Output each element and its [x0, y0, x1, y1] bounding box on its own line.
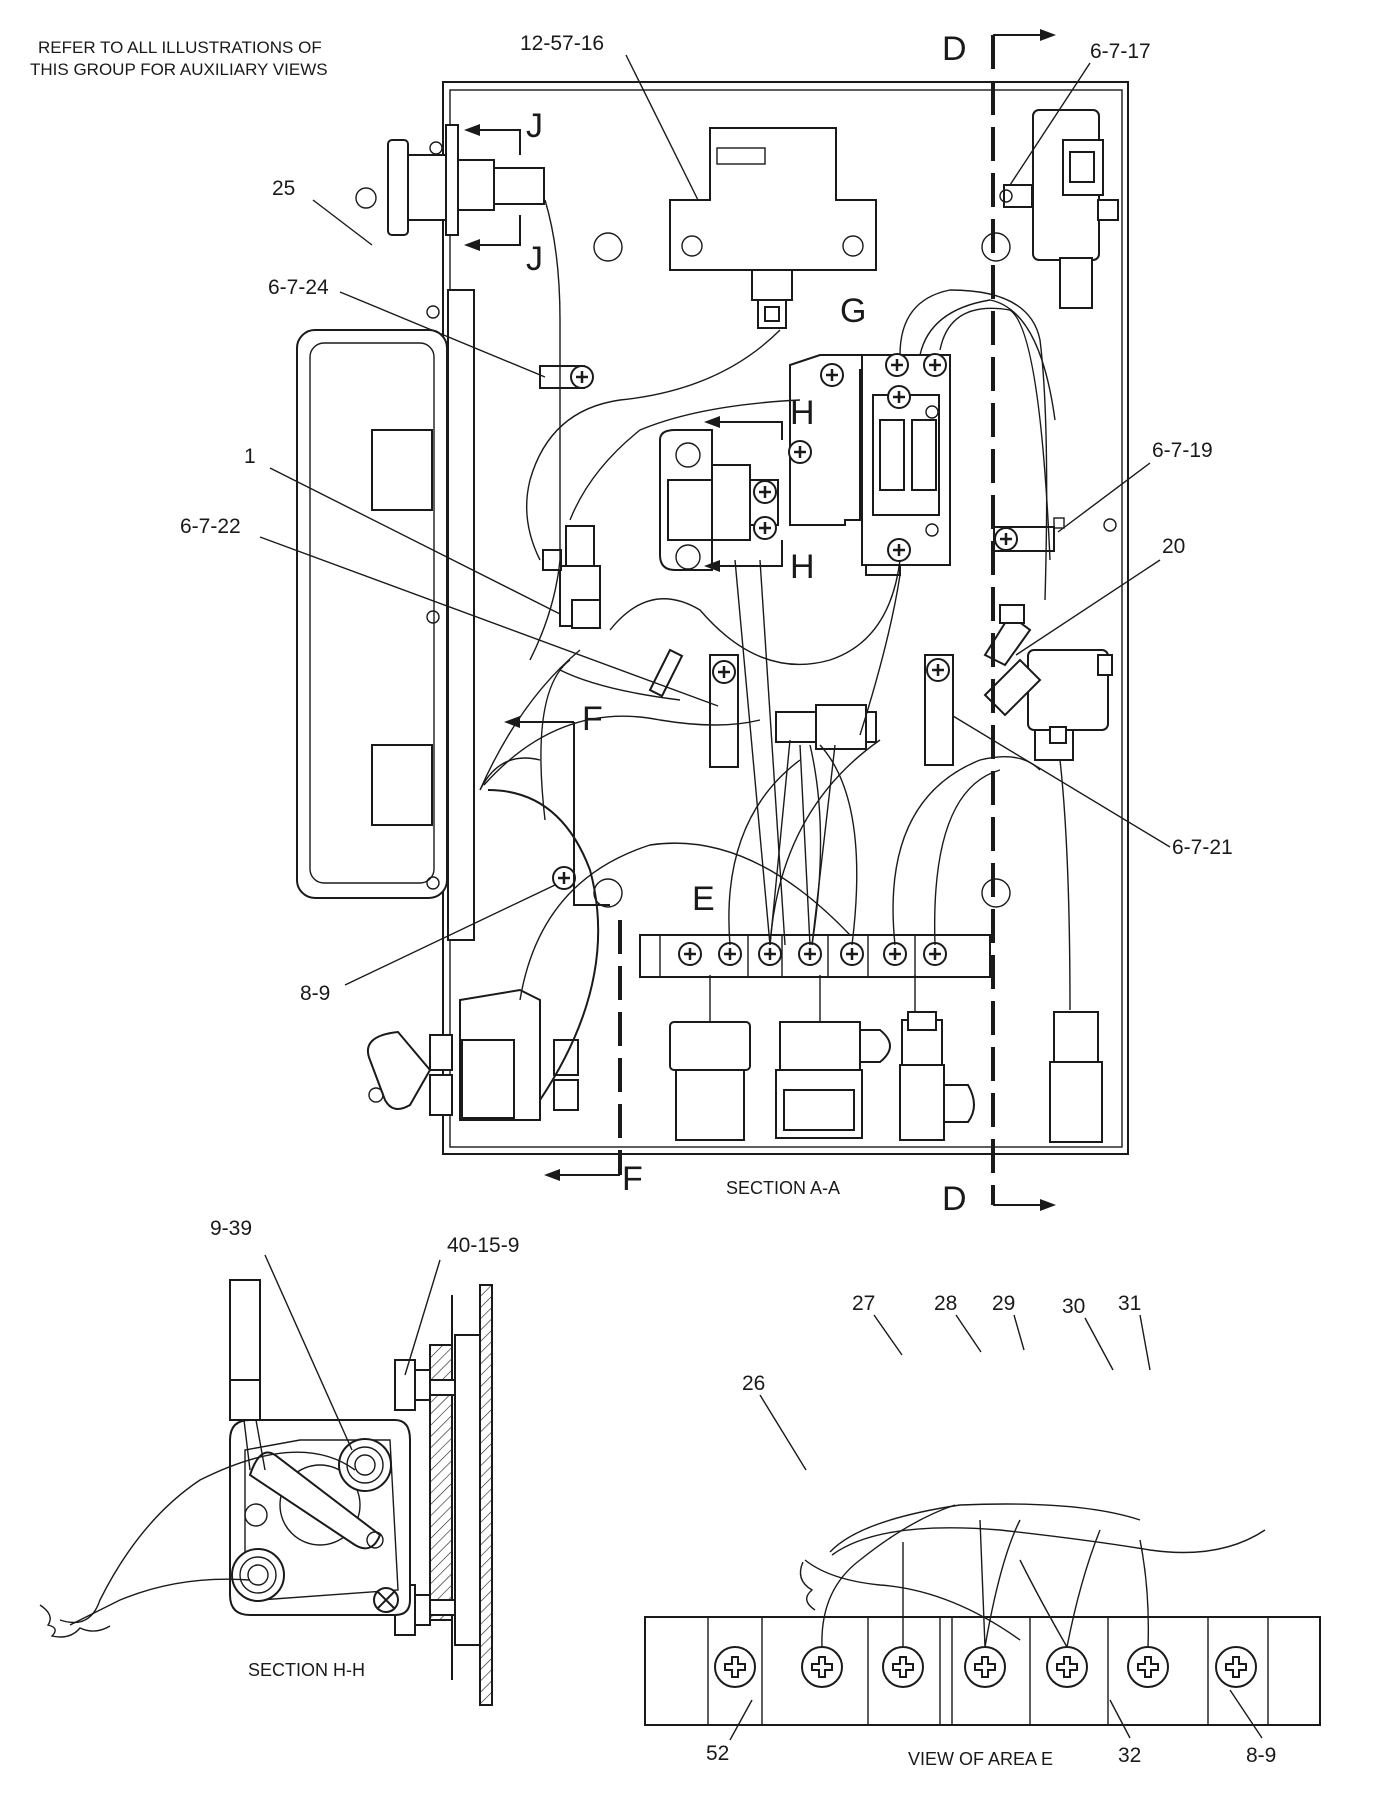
leader-40-15-9	[404, 1259, 441, 1376]
callout-6-7-19: 6-7-19	[1152, 439, 1213, 462]
bottom-relays	[669, 1011, 1103, 1143]
breaker-block	[787, 352, 951, 576]
caption-view-area-e: VIEW OF AREA E	[908, 1749, 1053, 1769]
leader-lines-main	[259, 54, 1171, 986]
cutting-plane-d	[991, 29, 1056, 1211]
disconnect-switch	[355, 124, 545, 236]
letter-j-bottom: J	[526, 240, 543, 278]
letter-f-bottom: F	[622, 1160, 643, 1198]
connector-20	[983, 604, 1113, 761]
relay-module	[669, 127, 877, 329]
view-area-e	[644, 1314, 1321, 1741]
leader-9-39	[264, 1254, 353, 1451]
callout-29: 29	[992, 1292, 1015, 1315]
letter-j-top: J	[526, 107, 543, 145]
callout-27: 27	[852, 1292, 875, 1315]
section-hh-view	[39, 1279, 493, 1706]
terminal-strip	[639, 934, 991, 978]
callout-1: 1	[244, 445, 256, 468]
letter-h-bottom: H	[790, 548, 815, 586]
cutting-plane-f	[504, 716, 622, 1181]
callout-32: 32	[1118, 1744, 1141, 1767]
callout-52: 52	[706, 1742, 729, 1765]
callout-9-39: 9-39	[210, 1217, 252, 1240]
callout-31: 31	[1118, 1292, 1141, 1315]
letter-f-mid: F	[582, 700, 603, 738]
clip-bracket	[539, 364, 595, 390]
callout-6-7-22: 6-7-22	[180, 515, 241, 538]
wiring-harness	[479, 199, 1071, 1101]
callout-6-7-24: 6-7-24	[268, 276, 329, 299]
bottom-left-lever	[367, 865, 579, 1121]
left-clip	[542, 525, 601, 629]
clip-bracket-19	[993, 517, 1117, 552]
solenoid-block	[659, 429, 779, 571]
letter-d-top: D	[942, 30, 967, 68]
cutting-plane-j	[464, 124, 521, 251]
letter-h-top: H	[790, 394, 815, 432]
callout-30: 30	[1062, 1295, 1085, 1318]
callout-20: 20	[1162, 535, 1185, 558]
letter-d-bottom: D	[942, 1180, 967, 1218]
letter-e: E	[692, 880, 715, 918]
cutting-plane-h	[704, 416, 783, 572]
callout-8-9-area-e: 8-9	[1246, 1744, 1276, 1767]
callout-28: 28	[934, 1292, 957, 1315]
header-note-line1: REFER TO ALL ILLUSTRATIONS OF	[38, 38, 322, 57]
callout-25: 25	[272, 177, 295, 200]
caption-section-hh: SECTION H-H	[248, 1660, 365, 1680]
callout-26: 26	[742, 1372, 765, 1395]
callout-40-15-9: 40-15-9	[447, 1234, 519, 1257]
clip-21	[924, 654, 954, 766]
letter-g: G	[840, 292, 866, 330]
callout-6-7-21: 6-7-21	[1172, 836, 1233, 859]
caption-section-aa: SECTION A-A	[726, 1178, 840, 1198]
header-note-line2: THIS GROUP FOR AUXILIARY VIEWS	[30, 60, 328, 79]
clip-22	[709, 654, 739, 768]
callout-12-57-16: 12-57-16	[520, 32, 604, 55]
top-right-module	[999, 109, 1119, 309]
callout-6-7-17: 6-7-17	[1090, 40, 1151, 63]
callout-8-9: 8-9	[300, 982, 330, 1005]
